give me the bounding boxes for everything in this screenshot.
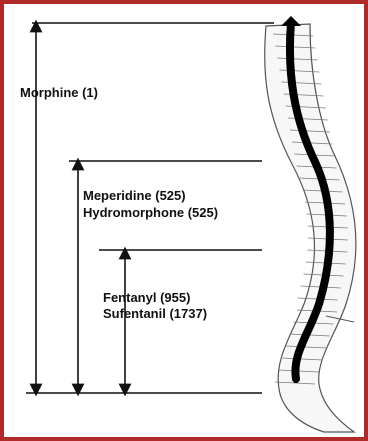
spine-diagram [4,4,364,437]
label-sufentanil: Sufentanil (1737) [103,306,207,321]
label-morphine: Morphine (1) [20,85,98,100]
label-meperidine: Meperidine (525) [83,188,186,203]
label-fentanyl: Fentanyl (955) [103,290,190,305]
label-hydromorphone: Hydromorphone (525) [83,205,218,220]
spine-illustration [265,16,356,432]
cord-arrowhead [281,16,301,26]
